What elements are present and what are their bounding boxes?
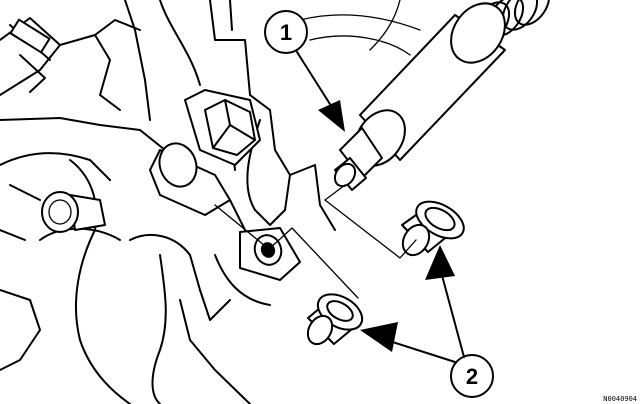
- cylinder-boss: [149, 142, 246, 231]
- bushing-lower: [306, 293, 364, 346]
- callout-2-label: 2: [466, 364, 478, 389]
- callout-1: 1: [264, 10, 345, 132]
- callout-2-arrowhead-lower: [360, 322, 398, 352]
- tensioner-assembly: [333, 0, 551, 191]
- hex-bolt: [184, 89, 261, 166]
- reference-code: N0040904: [603, 395, 637, 403]
- callout-2: 2: [360, 245, 494, 398]
- callout-1-arrowhead: [318, 100, 345, 132]
- side-bolt: [9, 184, 106, 233]
- lower-mount-ear: [239, 227, 301, 281]
- assembly-guide-lines: [214, 184, 417, 299]
- bushing-upper: [401, 200, 465, 257]
- callout-2-arrowhead-upper: [425, 245, 455, 280]
- engine-block-outline: [0, 0, 421, 404]
- callout-1-label: 1: [280, 20, 292, 45]
